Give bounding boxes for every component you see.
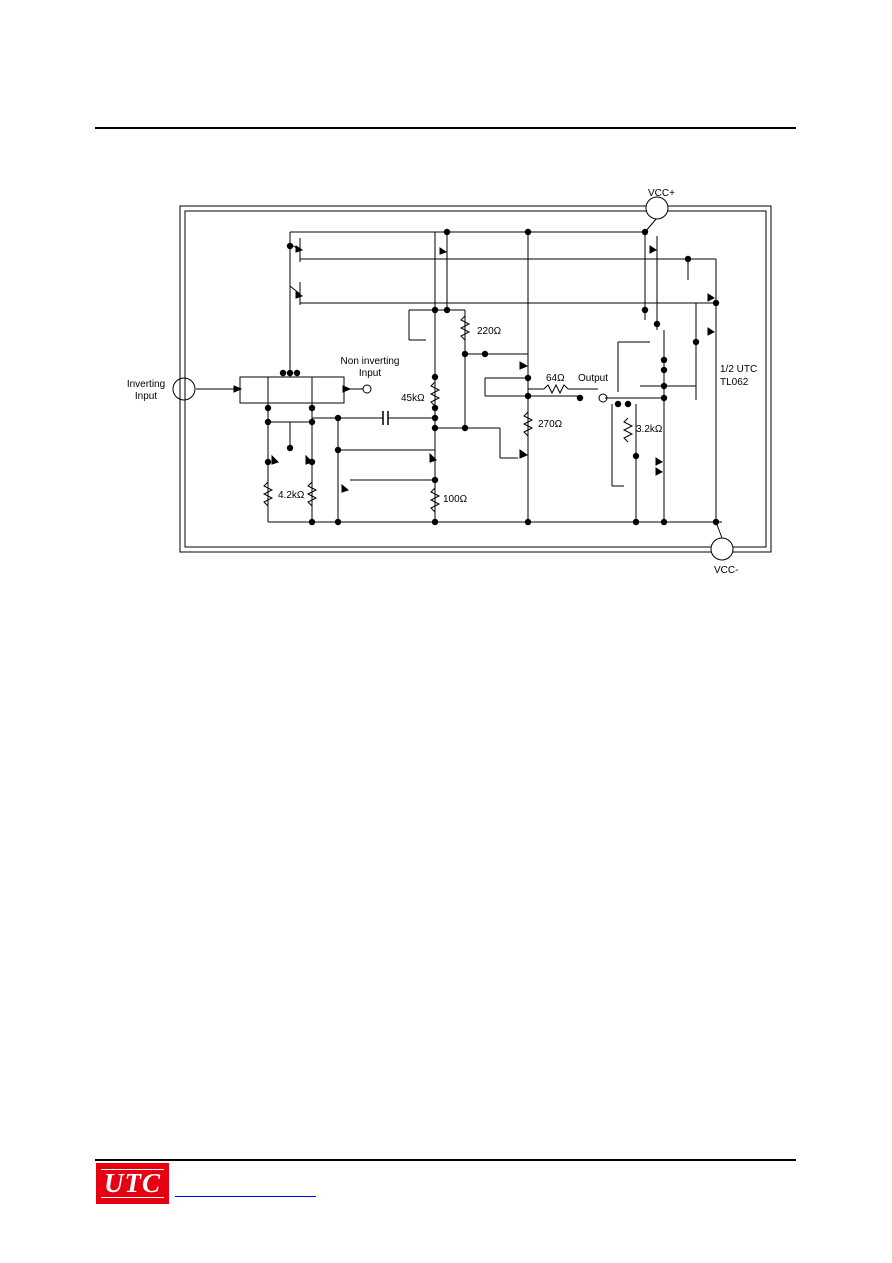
- noninverting-input-label-line2: Input: [359, 368, 381, 379]
- equivalent-schematic: VCC+ VCC- Inverting Input Non inverting …: [127, 188, 772, 576]
- resistor-220: [459, 315, 471, 341]
- resistor-270: [522, 411, 534, 437]
- resistor-45k-label: 45kΩ: [401, 393, 425, 404]
- output-terminal: [598, 393, 608, 403]
- resistor-220-label: 220Ω: [477, 326, 502, 337]
- inverting-input-label-line1: Inverting: [127, 379, 165, 390]
- website-link-underline[interactable]: [175, 1196, 316, 1197]
- utc-logo-text: UTC: [101, 1169, 164, 1198]
- resistor-4.2k-label: 4.2kΩ: [278, 490, 305, 501]
- junction-dots: [264, 228, 720, 526]
- resistor-3.2k: [622, 417, 634, 443]
- vcc-plus-terminal: [645, 196, 669, 220]
- resistor-4.2k-left: [262, 481, 274, 507]
- resistor-3.2k-label: 3.2kΩ: [636, 424, 663, 435]
- utc-logo: UTC: [96, 1163, 169, 1204]
- part-label-line1: 1/2 UTC: [720, 364, 757, 375]
- resistor-64-label: 64Ω: [546, 373, 565, 384]
- output-label: Output: [578, 373, 608, 384]
- resistor-64: [543, 383, 569, 395]
- part-label-line2: TL062: [720, 377, 749, 388]
- resistor-45k: [429, 381, 441, 407]
- schematic-frame-inner: [184, 210, 767, 548]
- resistor-270-label: 270Ω: [538, 419, 563, 430]
- resistor-100: [429, 487, 441, 513]
- footer-rule: [95, 1159, 796, 1161]
- inverting-input-terminal: [172, 377, 196, 401]
- resistor-4.2k-right: [306, 481, 318, 507]
- vcc-minus-terminal: [710, 537, 734, 561]
- vcc-plus-label: VCC+: [648, 188, 675, 199]
- noninverting-input-label-line1: Non inverting: [341, 356, 400, 367]
- noninverting-input-terminal: [362, 384, 372, 394]
- vcc-minus-label: VCC-: [714, 565, 738, 576]
- inverting-input-label-line2: Input: [135, 391, 157, 402]
- header-rule: [95, 127, 796, 129]
- resistor-100-label: 100Ω: [443, 494, 468, 505]
